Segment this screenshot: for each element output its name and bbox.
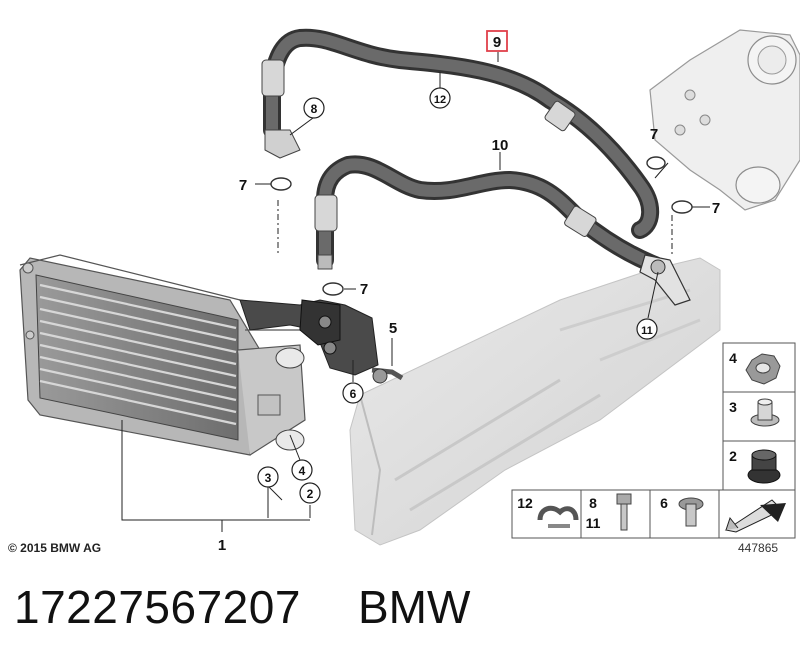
svg-text:10: 10 [492, 137, 509, 154]
svg-text:4: 4 [729, 350, 737, 366]
svg-text:12: 12 [434, 94, 446, 106]
hose-part-10 [314, 155, 664, 274]
callout-7-mid: 7 [360, 281, 368, 298]
svg-text:2: 2 [729, 448, 737, 464]
callout-7-left: 7 [239, 177, 247, 194]
svg-text:9: 9 [493, 34, 501, 51]
hex-nut-icon [745, 353, 781, 385]
seal-ring-mid [322, 282, 344, 296]
callout-1: 1 [218, 537, 226, 554]
svg-text:3: 3 [729, 399, 737, 415]
callout-10: 10 [492, 137, 509, 154]
hose-part-12 [261, 28, 660, 239]
seal-ring-left [270, 177, 292, 191]
svg-text:11: 11 [641, 325, 653, 337]
svg-text:7: 7 [650, 126, 658, 143]
brand-name: BMW [358, 581, 471, 633]
callout-5: 5 [389, 320, 397, 337]
svg-text:7: 7 [712, 200, 720, 217]
parts-legend-horizontal: 12 8 11 6 [511, 489, 796, 539]
leader-lines [121, 52, 710, 532]
cooler-fins [39, 283, 237, 426]
callout-2: 2 [299, 482, 321, 504]
seal-ring-right [671, 200, 693, 214]
bolt-icon [616, 493, 632, 531]
callout-4: 4 [291, 459, 313, 481]
svg-text:7: 7 [360, 281, 368, 298]
copyright-notice: © 2015 BMW AG [8, 541, 102, 555]
part-number: 17227567207 [14, 581, 301, 633]
footer: 17227567207 BMW [0, 580, 800, 660]
svg-text:2: 2 [307, 487, 314, 501]
flange-bolt-icon [678, 497, 704, 527]
seal-ring-upper-right [646, 156, 666, 170]
mounting-bracket [239, 299, 379, 376]
oil-cooler [19, 254, 306, 456]
callout-3: 3 [257, 466, 279, 488]
svg-text:12: 12 [517, 495, 533, 511]
hose-clip-icon [537, 505, 579, 528]
next-diagram-arrow-icon [724, 499, 786, 533]
rubber-grommet-icon [747, 449, 781, 484]
svg-text:7: 7 [239, 177, 247, 194]
callout-8: 8 [303, 97, 325, 119]
callout-12: 12 [429, 87, 451, 109]
svg-text:8: 8 [589, 495, 597, 511]
bushing-icon [750, 398, 780, 427]
svg-text:4: 4 [299, 464, 306, 478]
bolt-part-5 [371, 367, 404, 384]
svg-text:1: 1 [218, 537, 226, 554]
parts-legend-vertical: 4 3 2 [722, 342, 796, 491]
parts-diagram: 9 12 8 7 7 7 7 10 11 5 6 4 3 2 [19, 28, 800, 554]
svg-text:11: 11 [586, 515, 601, 531]
callout-7-upper-right: 7 [650, 126, 658, 143]
transmission-housing [349, 257, 721, 546]
svg-text:8: 8 [311, 102, 318, 116]
diagram-id: 447865 [738, 541, 779, 555]
svg-text:5: 5 [389, 320, 397, 337]
callout-11: 11 [636, 318, 658, 340]
svg-text:3: 3 [265, 471, 272, 485]
svg-text:6: 6 [350, 387, 357, 401]
engine-housing [649, 29, 800, 211]
callout-6: 6 [342, 382, 364, 404]
svg-text:6: 6 [660, 495, 668, 511]
callout-9: 9 [486, 30, 508, 52]
callout-7-right: 7 [712, 200, 720, 217]
